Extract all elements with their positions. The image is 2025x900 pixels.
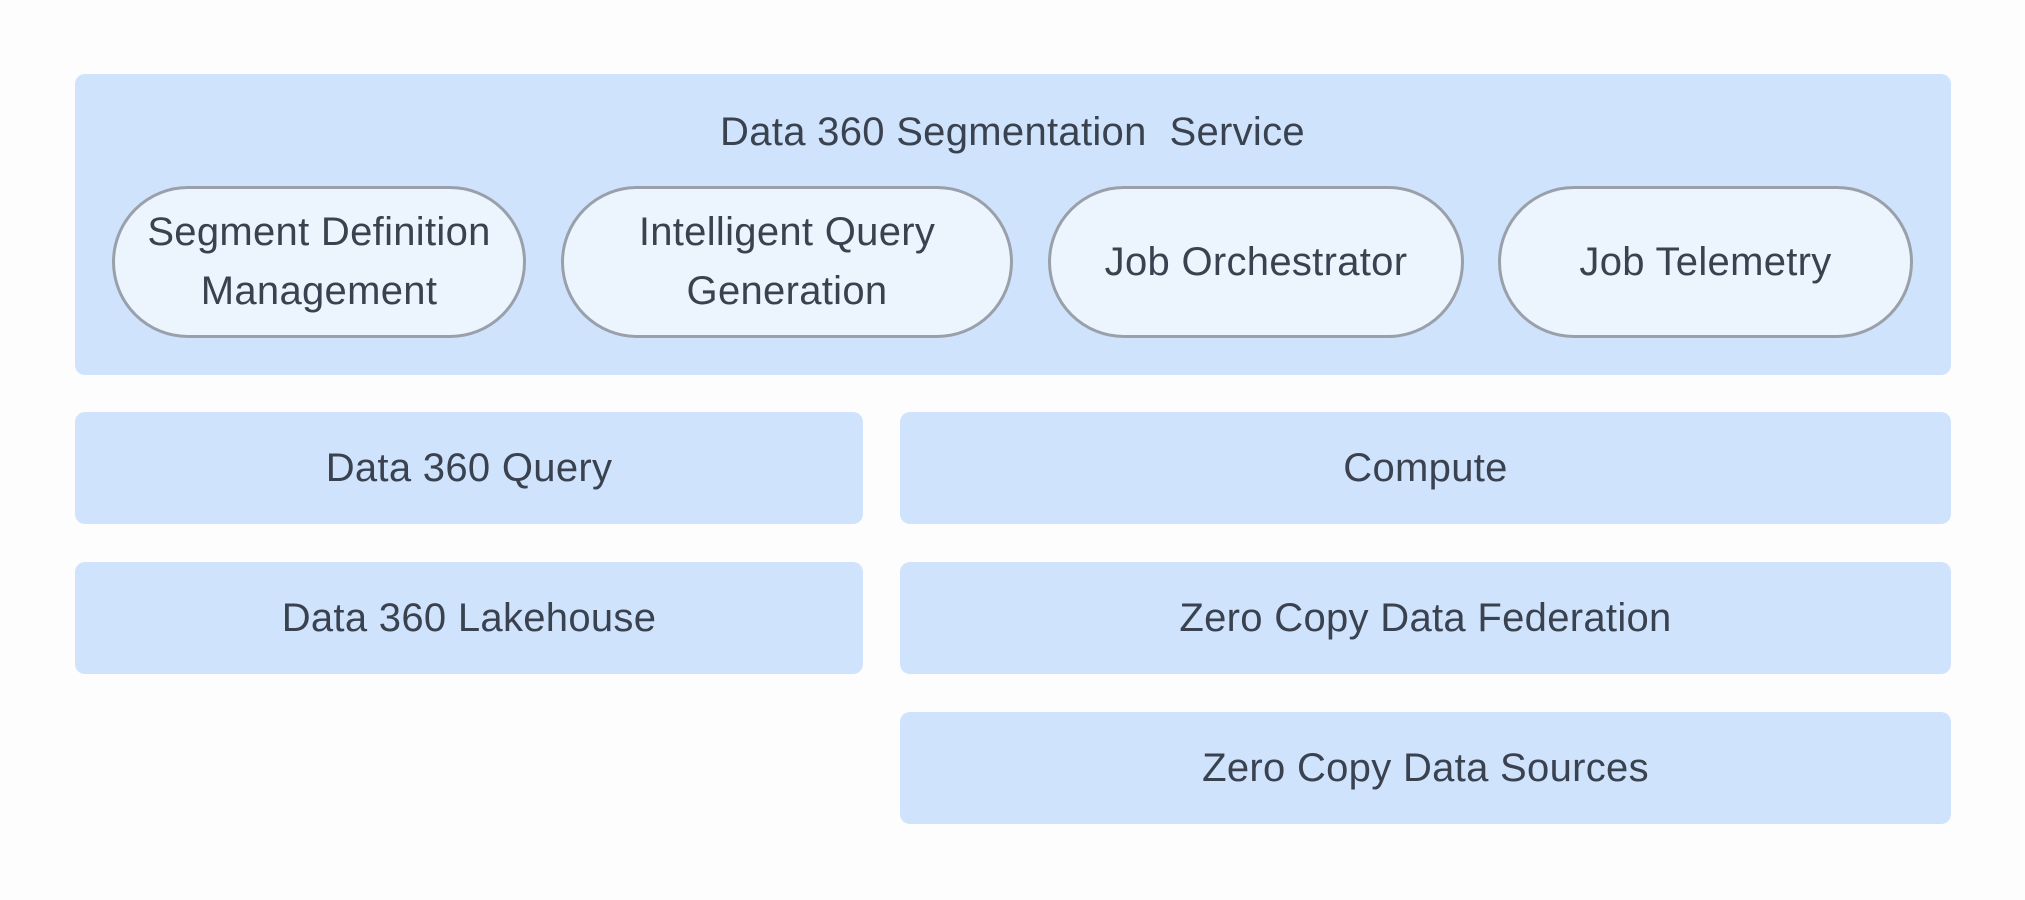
intelligent-query-generation-node: Intelligent Query Generation	[561, 186, 1013, 338]
segmentation-service-title: Data 360 Segmentation Service	[720, 110, 1305, 154]
intelligent-query-generation-label: Intelligent Query Generation	[638, 210, 936, 313]
compute-box: Compute	[900, 412, 1951, 524]
zero-copy-data-federation-label: Zero Copy Data Federation	[1179, 595, 1672, 640]
data-360-query-label: Data 360 Query	[325, 445, 613, 490]
job-orchestrator-label: Job Orchestrator	[1104, 239, 1408, 284]
zero-copy-data-federation-box: Zero Copy Data Federation	[900, 562, 1951, 674]
segment-definition-management-node: Segment Definition Management	[112, 186, 526, 338]
data-360-query-box: Data 360 Query	[75, 412, 863, 524]
job-orchestrator-node: Job Orchestrator	[1048, 186, 1464, 338]
compute-label: Compute	[1343, 445, 1508, 490]
zero-copy-data-sources-label: Zero Copy Data Sources	[1202, 745, 1649, 790]
data-360-lakehouse-label: Data 360 Lakehouse	[281, 595, 657, 640]
data-360-lakehouse-box: Data 360 Lakehouse	[75, 562, 863, 674]
segment-definition-management-label: Segment Definition Management	[147, 210, 491, 313]
zero-copy-data-sources-box: Zero Copy Data Sources	[900, 712, 1951, 824]
job-telemetry-label: Job Telemetry	[1579, 239, 1832, 284]
job-telemetry-node: Job Telemetry	[1498, 186, 1913, 338]
